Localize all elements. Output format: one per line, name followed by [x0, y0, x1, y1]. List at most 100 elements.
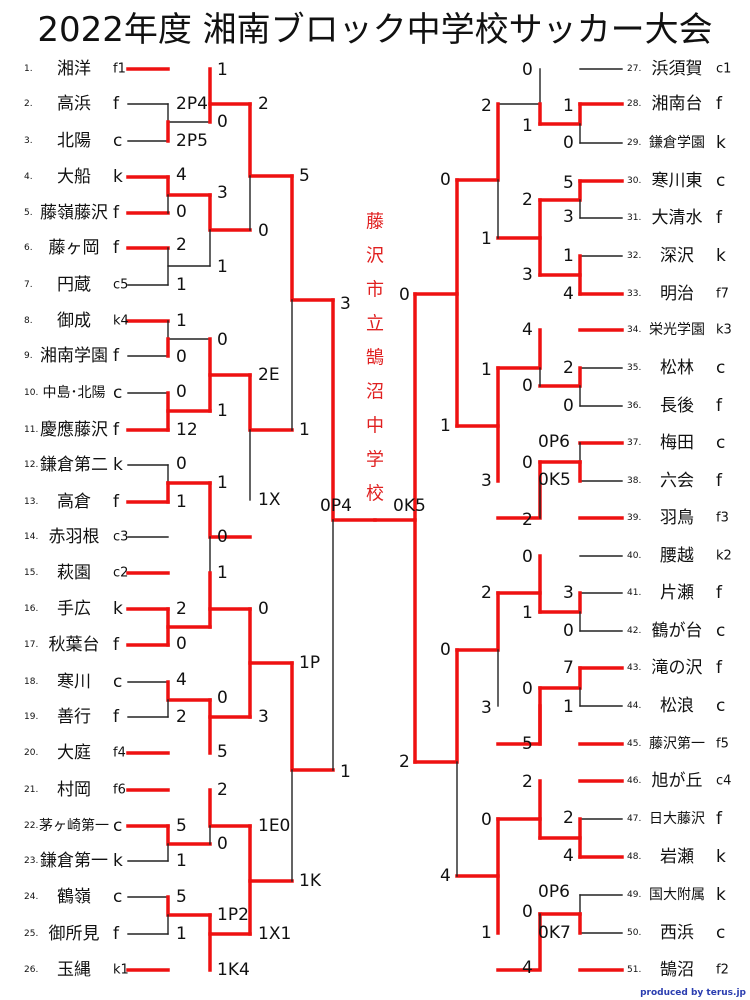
team-tag: f6: [113, 783, 126, 798]
match-score: 2: [176, 599, 187, 619]
team-tag: f2: [716, 963, 729, 978]
team-number: 42.: [627, 626, 641, 636]
team-name: 寒川東: [652, 171, 703, 191]
team-tag: c: [716, 696, 725, 716]
team-tag: c: [113, 383, 122, 403]
team-name: 鎌倉第二: [40, 455, 108, 475]
match-score: 0: [522, 60, 533, 80]
winner-line: [496, 328, 542, 370]
team-number: 40.: [627, 551, 641, 561]
match-score: 1: [176, 311, 187, 331]
team-tag: c: [716, 171, 725, 191]
team-tag: f4: [113, 746, 126, 761]
match-score: 0: [258, 599, 269, 619]
match-score: 1: [481, 229, 492, 249]
team-number: 11.: [24, 425, 38, 435]
match-score: 1: [176, 851, 187, 871]
winner-line: [496, 912, 542, 972]
team-number: 9.: [24, 351, 33, 361]
team-number: 10.: [24, 388, 38, 398]
winner-line: [166, 175, 212, 197]
match-score: 0P4: [320, 496, 352, 516]
match-score: 1: [522, 116, 533, 136]
team-name: 高倉: [57, 492, 91, 512]
match-score: 5: [299, 166, 310, 186]
match-score: 2: [563, 358, 574, 378]
team-name: 羽鳥: [660, 508, 694, 528]
team-number: 5.: [24, 208, 33, 218]
team-tag: k: [113, 455, 123, 475]
winner-line: [455, 366, 500, 428]
team-tag: c: [113, 131, 122, 151]
team-tag: f: [113, 707, 120, 727]
team-tag: f: [113, 924, 120, 944]
team-name: 松林: [660, 358, 694, 378]
team-number: 20.: [24, 748, 38, 758]
team-number: 19.: [24, 712, 38, 722]
match-score: 1: [522, 603, 533, 623]
match-score: 3: [563, 207, 574, 227]
team-name: 湘南台: [652, 94, 703, 114]
team-tag: f: [113, 635, 120, 655]
team-tag: f: [113, 346, 120, 366]
team-number: 12.: [24, 460, 38, 470]
match-score: 1: [299, 420, 310, 440]
match-score: 12: [176, 420, 198, 440]
match-score: 4: [176, 670, 187, 690]
team-tag: f: [716, 396, 723, 416]
match-score: 2: [563, 808, 574, 828]
team-number: 43.: [627, 663, 641, 673]
team-name: 明治: [660, 284, 694, 304]
match-score: 0: [522, 679, 533, 699]
team-name: 萩園: [57, 563, 91, 583]
team-name: 鵠沼: [660, 960, 694, 980]
team-tag: k3: [716, 323, 732, 338]
match-score: 0P6: [538, 882, 570, 902]
team-tag: f: [716, 94, 723, 114]
team-name: 円蔵: [57, 275, 91, 295]
team-name: 岩瀬: [660, 847, 694, 867]
match-score: 2P5: [176, 131, 208, 151]
team-number: 8.: [24, 316, 33, 326]
match-score: 0: [563, 133, 574, 153]
team-tag: c: [113, 887, 122, 907]
team-name: 手広: [57, 599, 91, 619]
winner-line: [496, 460, 542, 520]
match-score: 5: [176, 887, 187, 907]
team-name: 湘南学園: [40, 346, 108, 366]
team-tag: f: [113, 203, 120, 223]
team-number: 35.: [627, 363, 641, 373]
team-tag: k: [716, 847, 726, 867]
team-name: 栄光学園: [649, 322, 705, 338]
match-score: 0: [522, 376, 533, 396]
team-name: 慶應藤沢: [40, 419, 108, 440]
match-score: 1: [563, 96, 574, 116]
match-score: 1K: [299, 871, 322, 891]
winner-line: [496, 779, 542, 821]
match-score: 1K4: [217, 960, 250, 980]
team-tag: k: [716, 133, 726, 153]
team-tag: f: [113, 492, 120, 512]
team-name: 鶴嶺: [57, 887, 91, 907]
host-school-char: 鵠: [366, 348, 384, 369]
host-school-char: 中: [366, 416, 384, 437]
match-score: 3: [258, 707, 269, 727]
team-number: 27.: [627, 64, 641, 74]
team-tag: k: [113, 851, 123, 871]
host-school-char: 校: [366, 484, 384, 505]
team-name: 玉縄: [57, 960, 91, 980]
team-name: 腰越: [660, 546, 694, 566]
winner-line: [208, 571, 252, 611]
match-score: 1: [481, 923, 492, 943]
match-score: 4: [563, 846, 574, 866]
team-tag: f: [113, 238, 120, 258]
winner-line: [496, 554, 542, 595]
match-score: 1: [217, 60, 228, 80]
winner-line: [208, 788, 252, 828]
match-score: 0: [217, 688, 228, 708]
team-name: 高浜: [57, 94, 91, 114]
match-score: 1: [217, 563, 228, 583]
winner-line: [496, 686, 542, 746]
team-number: 18.: [24, 677, 38, 687]
